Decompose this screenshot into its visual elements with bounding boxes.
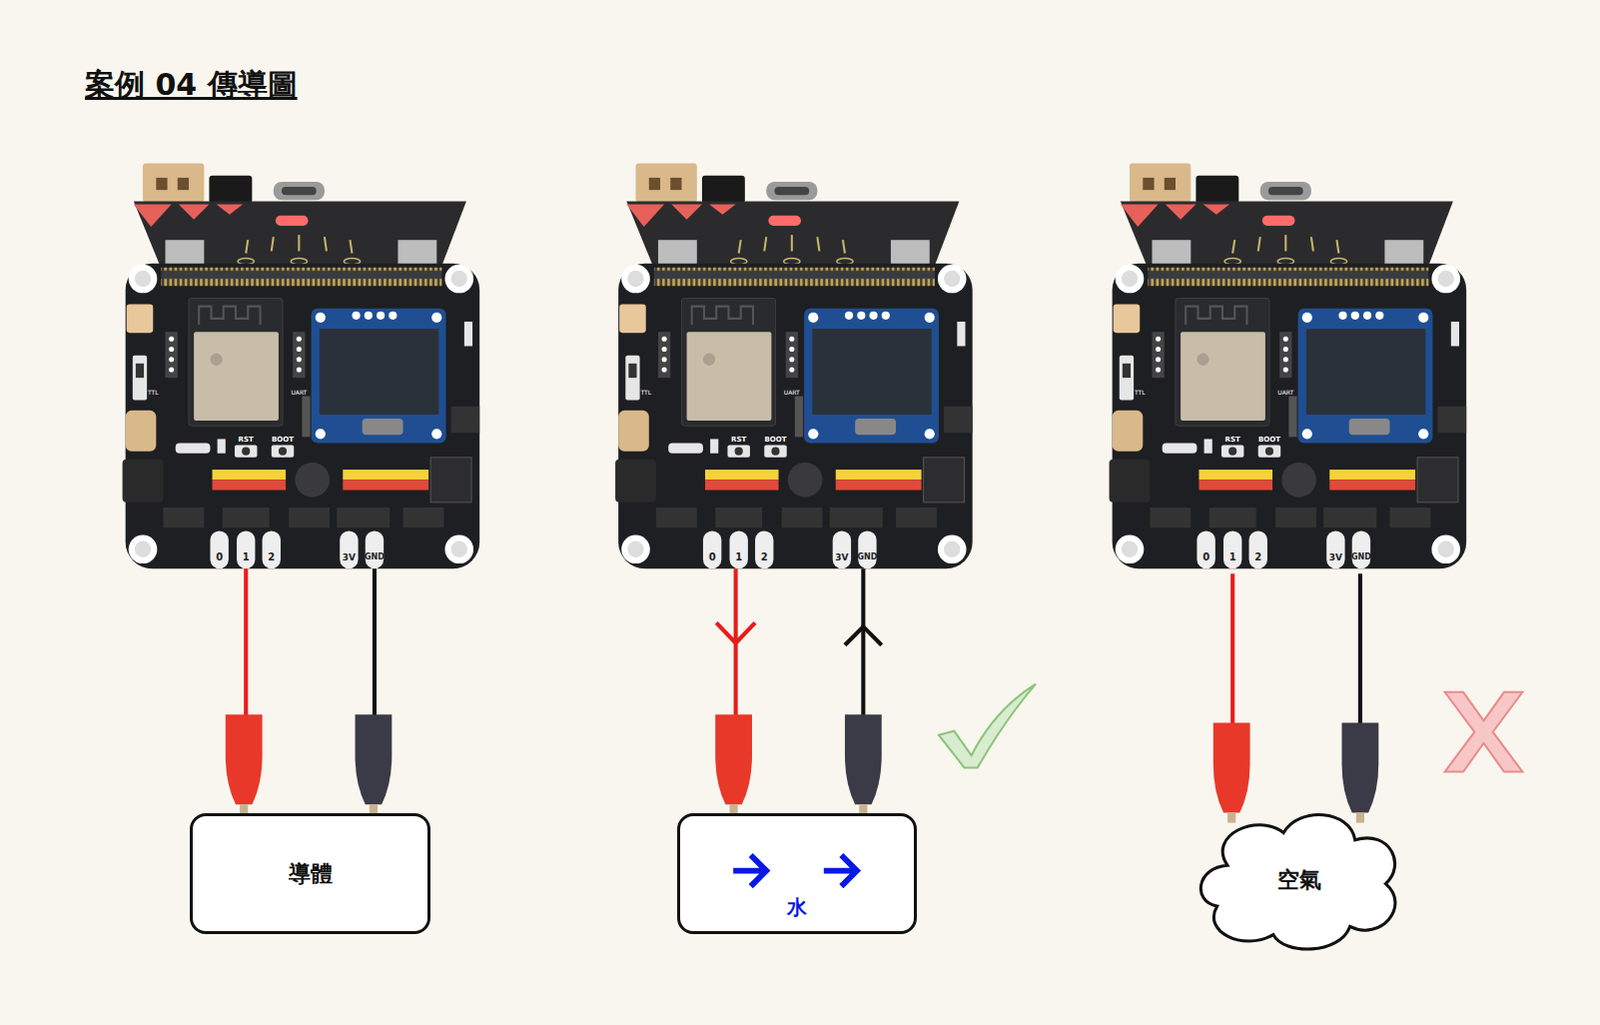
- diagram-title: 案例 04 傳導圖: [84, 64, 298, 106]
- header-label: TTL: [640, 389, 652, 396]
- button-label: BOOT: [1258, 436, 1281, 444]
- pin-label: 1: [735, 552, 743, 563]
- pin-label: 1: [242, 552, 250, 563]
- water-box: 水: [677, 812, 917, 934]
- pin-label: GND: [364, 553, 385, 562]
- button-label: RST: [731, 436, 747, 444]
- node-text: 導體: [288, 858, 333, 889]
- button-label: RST: [1225, 436, 1241, 444]
- header-label: UART: [1277, 389, 1294, 396]
- pin-label: 3V: [342, 552, 356, 562]
- button-label: BOOT: [764, 436, 787, 444]
- header-label: TTL: [147, 389, 159, 396]
- pin-label: 0: [1202, 552, 1210, 563]
- pin-label: 2: [267, 552, 275, 563]
- pin-label: 1: [1229, 552, 1237, 563]
- pin-label: GND: [856, 553, 877, 562]
- pin-label: 3V: [1329, 552, 1343, 562]
- button-label: RST: [238, 436, 254, 444]
- header-label: UART: [290, 389, 307, 396]
- pin-label: 3V: [834, 552, 848, 562]
- conductor-box: 導體: [189, 812, 431, 934]
- pin-label: 2: [761, 552, 769, 563]
- button-label: BOOT: [271, 436, 294, 444]
- pin-label: GND: [1351, 553, 1372, 562]
- node-text: 空氣: [1277, 864, 1322, 895]
- node-text: 水: [787, 893, 807, 921]
- pin-label: 0: [215, 552, 223, 563]
- header-label: TTL: [1134, 389, 1146, 396]
- pin-label: 2: [1254, 552, 1262, 563]
- air-cloud: 空氣: [1186, 803, 1412, 955]
- header-label: UART: [784, 389, 800, 396]
- pin-label: 0: [709, 552, 717, 563]
